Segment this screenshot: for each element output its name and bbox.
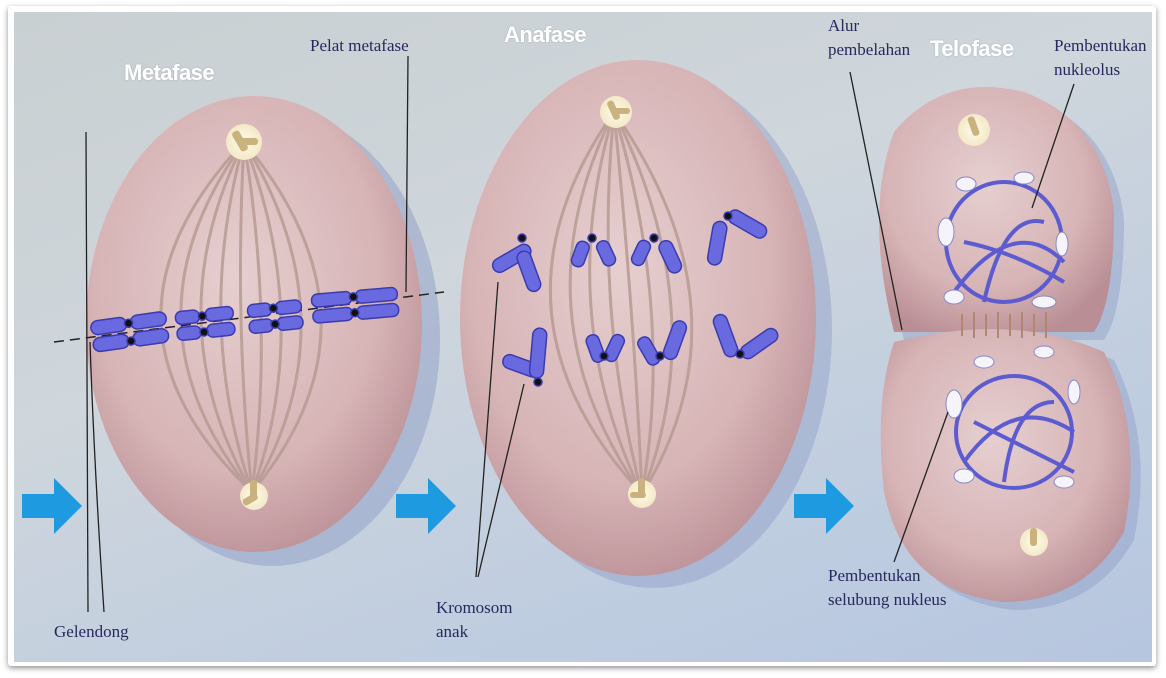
label-kromosom-anak-1: Kromosom [436,598,513,617]
arrow-right-icon [22,478,82,534]
centrosome-telofase-top [958,114,990,146]
label-selubung-2: selubung nukleus [828,590,947,609]
centrosome-telofase-bottom [1020,528,1048,556]
label-nukleolus-1: Pembentukan [1054,36,1147,55]
arrow-right-icon [794,478,854,534]
telofase-cells [879,87,1141,610]
telofase-upper-cell [879,87,1114,332]
label-alur-pembelahan-1: Alur [828,16,860,35]
phase-title-telofase: Telofase [930,36,1014,61]
cleavage-fibers [961,312,1047,338]
centrosome-top [226,124,262,160]
centrosome-bottom [628,478,656,508]
metaphase-chromosomes [90,286,400,353]
metafase-cell [53,96,445,566]
nucleus-lower [954,374,1076,490]
label-kromosom-anak-2: anak [436,622,469,641]
phase-title-metafase: Metafase [124,60,215,85]
spindle-fibers [548,111,694,496]
diagram-page: Metafase Anafase Telofase Pelat metafase… [14,12,1152,662]
centrosome-bottom [240,480,268,510]
label-gelendong: Gelendong [54,622,129,641]
label-selubung-1: Pembentukan [828,566,921,585]
arrow-right-icon [396,478,456,534]
mitosis-illustration [22,55,1141,613]
daughter-chromosomes [491,209,779,387]
label-pelat-metafase: Pelat metafase [310,36,409,55]
phase-title-anafase: Anafase [504,22,587,47]
label-nukleolus-2: nukleolus [1054,60,1121,79]
anafase-cell [460,60,832,588]
progression-arrows [22,478,854,534]
label-alur-pembelahan-2: pembelahan [828,40,911,59]
centrosome-top [600,96,632,128]
leader-lines [85,55,1075,613]
nuclear-envelope-fragments [937,171,1081,489]
